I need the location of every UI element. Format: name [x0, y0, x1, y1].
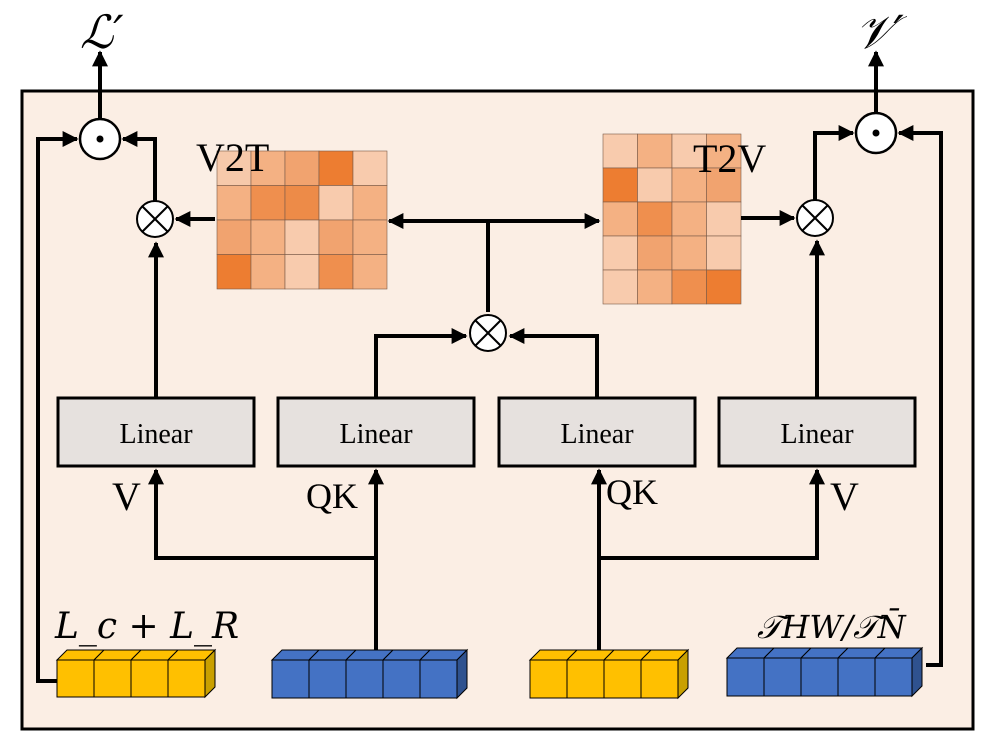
v2t-cell: [250, 150, 286, 186]
v2t-cell: [216, 219, 252, 255]
matmul-left-icon: [136, 200, 174, 238]
linear-block-qk-left: Linear: [276, 396, 476, 468]
v2t-cell: [250, 185, 286, 221]
t2v-attention-matrix: [602, 133, 742, 305]
linear-block-v-right: Linear: [717, 396, 917, 468]
text-token-cell: [130, 659, 169, 698]
t2v-cell: [706, 201, 742, 237]
hadamard-right-icon: [854, 111, 898, 155]
video-token-cell: [763, 657, 802, 697]
t2v-cell: [637, 167, 673, 203]
t2v-cell: [602, 269, 638, 305]
arrow-text-residual: [36, 131, 79, 683]
t2v-cell: [671, 269, 707, 305]
v2t-cell: [352, 150, 388, 186]
text-token-cell: [529, 659, 568, 699]
t2v-cell: [671, 235, 707, 271]
t2v-cell: [602, 201, 638, 237]
t2v-cell: [706, 235, 742, 271]
video-token-cell: [837, 657, 876, 697]
linear-label: Linear: [780, 419, 854, 450]
text-token-cell: [56, 659, 95, 698]
t2v-cell: [706, 167, 742, 203]
v2t-cell: [352, 254, 388, 290]
arrow-video-to-v-left: [148, 468, 376, 560]
t2v-cell: [637, 201, 673, 237]
connectors: [36, 50, 943, 683]
video-token-cell: [874, 657, 913, 697]
video-token-cell: [308, 659, 347, 699]
t2v-cell: [706, 269, 742, 305]
text-token-stack-left: [55, 648, 217, 699]
video-token-cell: [419, 659, 458, 699]
video-token-cell: [345, 659, 384, 699]
v2t-cell: [318, 150, 354, 186]
video-token-label: 𝒯HW/𝒯N̄: [757, 608, 907, 646]
video-token-cell: [726, 657, 765, 697]
t2v-cell: [602, 167, 638, 203]
text-token-side: [204, 648, 216, 699]
v2t-cell: [352, 185, 388, 221]
matmul-right-icon: [796, 199, 834, 237]
output-left-label: ℒ′: [80, 5, 124, 59]
text-token-cell: [566, 659, 605, 699]
arrow-matmul-left-up: [121, 131, 157, 201]
qk-right-label: QK: [606, 472, 658, 512]
v2t-cell: [318, 254, 354, 290]
linear-block-qk-right: Linear: [497, 396, 697, 468]
text-token-cell: [603, 659, 642, 699]
t2v-cell: [671, 133, 707, 169]
video-token-stack-right: [725, 646, 924, 698]
text-token-cell: [640, 659, 679, 699]
linear-label: Linear: [560, 419, 634, 450]
text-token-label: L_c + L_R: [54, 606, 239, 647]
v2t-cell: [250, 254, 286, 290]
v2t-cell: [318, 185, 354, 221]
linear-label: Linear: [339, 419, 413, 450]
video-token-side: [456, 648, 468, 700]
t2v-cell: [637, 269, 673, 305]
v2t-cell: [284, 219, 320, 255]
v-left-label: V: [112, 474, 141, 519]
output-right-label: 𝒱′: [855, 5, 908, 59]
t2v-cell: [637, 235, 673, 271]
arrow-matmul-right-up: [813, 125, 855, 200]
t2v-label: T2V: [693, 136, 766, 181]
arrow-video-residual: [897, 125, 943, 667]
hadamard-left-icon: [78, 117, 122, 161]
v2t-cell: [284, 254, 320, 290]
v2t-cell: [250, 219, 286, 255]
arrow-qk-left-to-matmul: [374, 328, 468, 398]
t2v-cell: [637, 133, 673, 169]
video-token-stack-left: [270, 648, 469, 700]
text-token-side: [677, 648, 689, 700]
t2v-cell: [671, 201, 707, 237]
v2t-label: V2T: [196, 135, 269, 180]
v2t-cell: [284, 185, 320, 221]
text-token-cell: [167, 659, 206, 698]
t2v-cell: [602, 235, 638, 271]
arrow-text-to-v-right: [599, 468, 825, 560]
v2t-cell: [318, 219, 354, 255]
v2t-cell: [352, 219, 388, 255]
arrow-qk-right-to-matmul: [508, 328, 599, 398]
video-token-cell: [271, 659, 310, 699]
v-right-label: V: [830, 474, 859, 519]
linear-label: Linear: [119, 419, 193, 450]
video-token-cell: [800, 657, 839, 697]
video-token-cell: [382, 659, 421, 699]
linear-block-v-left: Linear: [56, 396, 256, 468]
v2t-cell: [284, 150, 320, 186]
t2v-cell: [602, 133, 638, 169]
v2t-attention-matrix: [216, 150, 388, 290]
v2t-cell: [216, 185, 252, 221]
text-token-cell: [93, 659, 132, 698]
matmul-center-icon: [469, 314, 507, 352]
v2t-cell: [216, 254, 252, 290]
text-token-stack-right: [528, 648, 690, 700]
qk-left-label: QK: [306, 476, 358, 516]
video-token-side: [911, 646, 923, 698]
